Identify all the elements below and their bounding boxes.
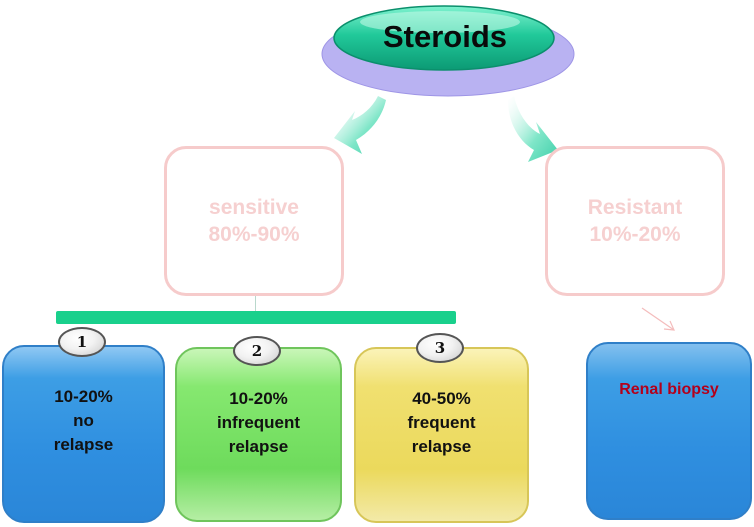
outcome-text-1: 10-20% no relapse: [53, 387, 114, 454]
number-badge-1: 1: [58, 327, 106, 357]
number-badge-2: 2: [233, 336, 281, 366]
biopsy-arrow-head: [663, 320, 675, 331]
renal-biopsy-label: Renal biopsy: [619, 381, 719, 398]
outcome-card-1: 10-20% no relapse: [2, 345, 165, 523]
number-badge-3: 3: [416, 333, 464, 363]
outcome-text-2: 10-20% infrequent relapse: [216, 389, 301, 456]
biopsy-arrow: [641, 307, 675, 331]
outcome-card-3: 40-50% frequent relapse: [354, 347, 529, 523]
outcome-text-3: 40-50% frequent relapse: [407, 389, 476, 456]
oval-highlight: [360, 11, 520, 33]
bar-connector: [255, 296, 256, 312]
resistant-text: Resistant 10%-20%: [587, 196, 683, 246]
outcome-card-2: 10-20% infrequent relapse: [175, 347, 342, 522]
arrow-right: [508, 96, 558, 162]
sensitive-box: sensitive 80%-90%: [164, 146, 344, 296]
sensitive-text: sensitive 80%-90%: [208, 196, 300, 246]
branch-bar: [56, 311, 456, 324]
resistant-box: Resistant 10%-20%: [545, 146, 725, 296]
arrow-left: [334, 96, 386, 154]
steroids-label: Steroids: [382, 19, 508, 54]
renal-biopsy-card: Renal biopsy: [586, 342, 752, 520]
